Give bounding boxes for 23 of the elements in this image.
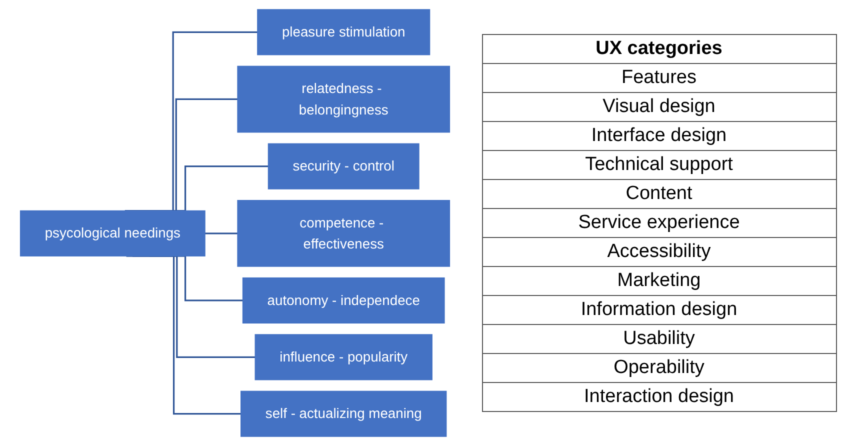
table-cell: Service experience: [482, 208, 836, 237]
table-cell: Accessibility: [482, 237, 836, 266]
table-cell: Usability: [482, 324, 836, 353]
table-cell: Technical support: [482, 150, 836, 179]
table-cell: Visual design: [482, 92, 836, 121]
node-box: relatedness - belongingness: [237, 65, 450, 132]
node-box: influence - popularity: [254, 334, 432, 380]
table-cell: Interaction design: [482, 382, 836, 411]
table-cell: Features: [482, 63, 836, 92]
table-cell: Interface design: [482, 121, 836, 150]
table-cell: Marketing: [482, 266, 836, 295]
node-box: competence - effectiveness: [237, 199, 450, 266]
node-box: autonomy - independece: [242, 276, 445, 324]
node-box: psycological needings: [20, 210, 206, 256]
node-box: pleasure stimulation: [257, 8, 430, 55]
table-cell: Content: [482, 179, 836, 208]
table-cell: Information design: [482, 295, 836, 324]
table-cell: Operability: [482, 353, 836, 382]
node-box: security - control: [268, 142, 420, 189]
node-box: self - actualizing meaning: [240, 390, 447, 436]
connector: [126, 254, 241, 414]
table-header-cell: UX categories: [482, 34, 836, 63]
connector: [204, 232, 238, 234]
